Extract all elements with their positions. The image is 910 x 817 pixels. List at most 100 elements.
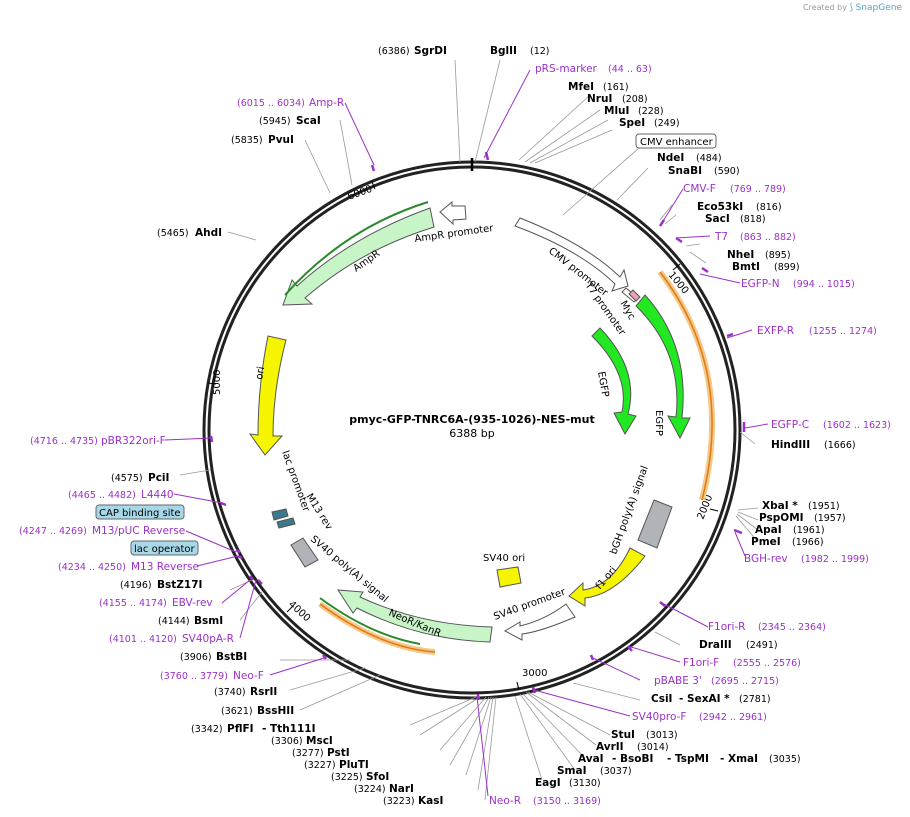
bgh-polya-box[interactable]: [637, 499, 673, 549]
site-nari[interactable]: (3224)NarI: [354, 783, 414, 795]
site-eco53ki[interactable]: Eco53kI(816): [697, 201, 782, 213]
egfp-outer-arrow[interactable]: [635, 294, 691, 440]
primer-l4440[interactable]: (4465 .. 4482)L4440: [68, 489, 174, 501]
primer-amp-r[interactable]: (6015 .. 6034)Amp-R: [237, 97, 344, 109]
primer-cmv-f[interactable]: CMV-F(769 .. 789): [683, 183, 786, 195]
primer-ebv-rev[interactable]: (4155 .. 4174)EBV-rev: [99, 597, 213, 609]
primer-sv40pro-f[interactable]: SV40pro-F(2942 .. 2961): [632, 711, 767, 723]
cmv-enhancer-box[interactable]: CMV enhancer: [635, 133, 717, 149]
site-smai[interactable]: SmaI(3037): [557, 765, 632, 777]
site-msci[interactable]: (3306)MscI: [271, 735, 333, 747]
cmv-promoter-arrow[interactable]: [514, 217, 629, 292]
lac-operator-box[interactable]: [276, 517, 296, 529]
ori-arrow[interactable]: [248, 335, 287, 456]
sv40-ori-box[interactable]: [496, 566, 522, 588]
m13-rev-box[interactable]: [271, 508, 289, 521]
site-snabi[interactable]: SnaBI(590): [668, 165, 740, 177]
site-pluti[interactable]: (3227)PluTI: [304, 759, 369, 771]
primer-prs-marker[interactable]: pRS-marker(44 .. 63): [535, 63, 652, 75]
f1-ori-arrow[interactable]: [568, 547, 646, 607]
site-scai[interactable]: (5945)ScaI: [259, 115, 321, 127]
site-ndei[interactable]: NdeI(484): [657, 152, 722, 164]
svg-text:(3906): (3906): [180, 652, 212, 663]
lac-operator-label-box[interactable]: lac operator: [130, 540, 199, 556]
svg-text:StuI: StuI: [611, 729, 635, 741]
egfp-inner-label: EGFP: [595, 371, 610, 398]
primer-m13-puc-reverse[interactable]: (4247 .. 4269)M13/pUC Reverse: [19, 525, 185, 537]
primer-sv40pa-r[interactable]: (4101 .. 4120)SV40pA-R: [109, 633, 234, 645]
site-saci[interactable]: SacI(818): [705, 213, 766, 225]
svg-text:SnaBI: SnaBI: [668, 165, 702, 177]
egfp-inner-arrow[interactable]: [591, 327, 637, 436]
svg-text:RsrII: RsrII: [250, 686, 277, 698]
site-spei[interactable]: SpeI(249): [619, 117, 680, 129]
site-csii[interactable]: CsiI: [651, 693, 672, 705]
primer-neo-r[interactable]: Neo-R(3150 .. 3169): [489, 795, 601, 807]
site-xbai[interactable]: XbaI *(1951): [762, 500, 840, 512]
primer-exfp-r[interactable]: EXFP-R(1255 .. 1274): [757, 325, 877, 337]
sv40-promoter-arrow[interactable]: [503, 603, 576, 641]
site-hindiii[interactable]: HindIII(1666): [771, 439, 856, 451]
site-bsshii[interactable]: (3621)BssHII: [221, 705, 294, 717]
ampr-orf-line: [284, 201, 429, 296]
cap-binding-site-box[interactable]: CAP binding site: [95, 504, 185, 520]
primer-pbr322ori-f[interactable]: (4716 .. 4735)pBR322ori-F: [30, 435, 166, 447]
credit-prefix: Created by: [802, 3, 847, 12]
site-avrii[interactable]: AvrII(3014): [596, 741, 669, 753]
primer-egfp-n[interactable]: EGFP-N(994 .. 1015): [741, 278, 855, 290]
myc-tag[interactable]: [628, 289, 641, 302]
ampr-arrow[interactable]: [282, 207, 435, 306]
site-mlui[interactable]: MluI(228): [604, 105, 664, 117]
site-xmai[interactable]: - XmaI(3035): [720, 753, 801, 765]
site-nrui[interactable]: NruI(208): [587, 93, 648, 105]
site-avai[interactable]: AvaI: [578, 753, 604, 765]
ampr-promoter-arrow[interactable]: [439, 200, 467, 226]
site-kasi[interactable]: (3223)KasI: [383, 795, 443, 807]
site-sgrdi[interactable]: (6386)SgrDI: [378, 45, 447, 57]
site-sexai[interactable]: - SexAI *(2781): [679, 693, 771, 705]
site-stui[interactable]: StuI(3013): [611, 729, 678, 741]
primer-neo-f[interactable]: (3760 .. 3779)Neo-F: [160, 670, 264, 682]
svg-text:Amp-R: Amp-R: [309, 97, 344, 109]
site-pvui[interactable]: (5835)PvuI: [231, 134, 294, 146]
site-bsobi[interactable]: - BsoBI: [612, 753, 653, 765]
site-pspomi[interactable]: PspOMI(1957): [759, 512, 846, 524]
site-bstbi[interactable]: (3906)BstBI: [180, 651, 247, 663]
site-eagi[interactable]: EagI(3130): [535, 777, 601, 789]
svg-text:PflFI: PflFI: [227, 723, 254, 735]
site-rsrii[interactable]: (3740)RsrII: [214, 686, 277, 698]
primer-egfp-c[interactable]: EGFP-C(1602 .. 1623): [771, 419, 891, 431]
primer-m13-reverse[interactable]: (4234 .. 4250)M13 Reverse: [58, 561, 199, 573]
site-draiii[interactable]: DraIII(2491): [699, 639, 778, 651]
svg-text:SV40pro-F: SV40pro-F: [632, 711, 686, 723]
primer-f1ori-f[interactable]: F1ori-F(2555 .. 2576): [683, 657, 801, 669]
svg-text:(5945): (5945): [259, 116, 291, 127]
site-bstz17i[interactable]: (4196)BstZ17I: [120, 579, 202, 591]
primer-pbabe-3[interactable]: pBABE 3'(2695 .. 2715): [654, 675, 779, 687]
site-apai[interactable]: ApaI(1961): [755, 524, 825, 536]
svg-text:SpeI: SpeI: [619, 117, 645, 129]
svg-text:DraIII: DraIII: [699, 639, 732, 651]
primer-f1ori-r[interactable]: F1ori-R(2345 .. 2364): [708, 621, 826, 633]
site-tth111i[interactable]: - Tth111I: [262, 723, 316, 735]
site-bglii[interactable]: BglII(12): [490, 45, 550, 57]
site-bsmi[interactable]: (4144)BsmI: [158, 615, 223, 627]
sv40-polya-box[interactable]: [290, 537, 319, 568]
site-tspmi[interactable]: - TspMI: [667, 753, 709, 765]
svg-text:(4247 .. 4269): (4247 .. 4269): [19, 526, 87, 537]
site-sfoi[interactable]: (3225)SfoI: [331, 771, 389, 783]
site-psti[interactable]: (3277)PstI: [292, 747, 350, 759]
site-bmti[interactable]: BmtI(899): [732, 261, 800, 273]
primer-bgh-rev[interactable]: BGH-rev(1982 .. 1999): [744, 553, 869, 565]
site-pmei[interactable]: PmeI(1966): [751, 536, 824, 548]
site-nhei[interactable]: NheI(895): [727, 249, 791, 261]
site-pflfi[interactable]: (3342)PflFI: [191, 723, 254, 735]
site-ahdi[interactable]: (5465)AhdI: [157, 227, 222, 239]
site-mfei[interactable]: MfeI(161): [568, 81, 629, 93]
site-pcii[interactable]: (4575)PciI: [111, 472, 169, 484]
neor-kanr-arrow[interactable]: [337, 589, 493, 643]
primer-t7[interactable]: T7(863 .. 882): [714, 231, 796, 243]
svg-text:(208): (208): [622, 94, 648, 105]
svg-text:(3225): (3225): [331, 772, 363, 783]
svg-text:(4465 .. 4482): (4465 .. 4482): [68, 490, 136, 501]
